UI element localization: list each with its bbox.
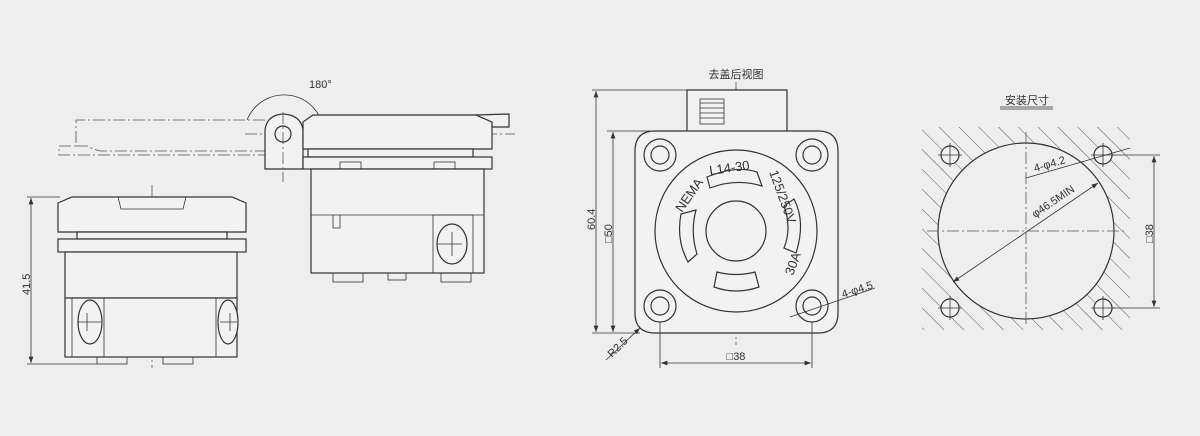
rear-view-title: 去盖后视图 <box>709 67 764 81</box>
height-dim-label: 41.5 <box>21 274 33 295</box>
rear-view: 去盖后视图 NEMA L14-30 125/250V 30A 60.4 □50 … <box>586 67 876 368</box>
height-dim-label: 60.4 <box>586 209 598 230</box>
body <box>64 251 238 299</box>
top-tab <box>686 89 788 133</box>
open-lid <box>302 114 493 150</box>
mounting-view-title: 安装尺寸 <box>1005 93 1049 107</box>
mounting-view: 安装尺寸 4-φ4.2 φ46.5MIN □38 <box>922 93 1160 330</box>
contact-slot <box>783 198 802 254</box>
hole-spacing-label: □38 <box>727 351 746 363</box>
mounting-holes <box>643 138 829 323</box>
corner-radius-label: R2.5 <box>606 335 631 360</box>
side-view: 180° <box>58 79 515 283</box>
contact-slot <box>678 209 698 263</box>
hole-dim-label: 4-φ4.5 <box>840 279 874 300</box>
plate-dim-label: □50 <box>603 224 615 243</box>
flange <box>57 238 247 253</box>
mounting-plate <box>634 130 839 334</box>
receptacle-face <box>654 149 818 313</box>
contact-slot <box>706 168 763 189</box>
rotation-label: 180° <box>309 79 332 91</box>
model-marking: L14-30 <box>708 157 750 177</box>
lid <box>57 196 247 233</box>
contact-slot <box>713 271 760 292</box>
front-view: 41.5 <box>21 185 247 368</box>
hole-spacing-label: □38 <box>1144 224 1156 243</box>
